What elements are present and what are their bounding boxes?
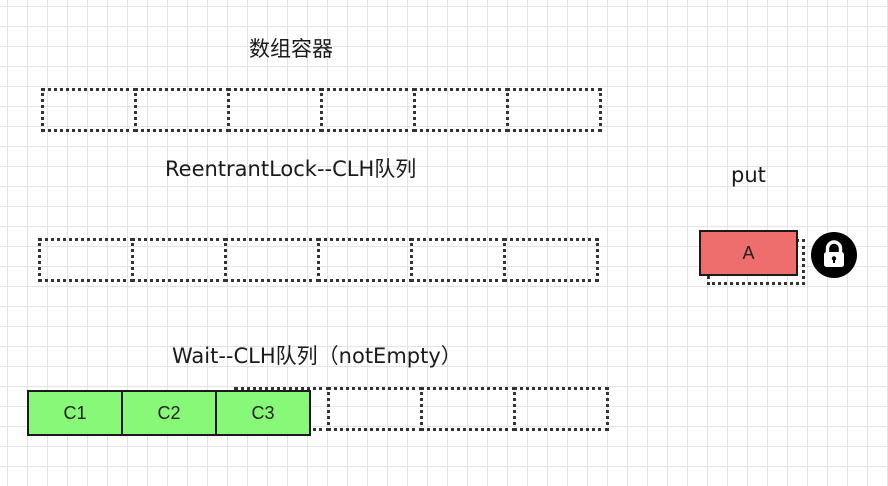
array-container-title: 数组容器 [249, 37, 333, 61]
padlock-icon [811, 232, 857, 278]
array-slot [506, 88, 602, 132]
wait-queue-slot [327, 387, 423, 431]
wait-nodes: C1 C2 C3 [27, 390, 311, 436]
array-slot [227, 88, 323, 132]
lock-queue-slot [131, 238, 227, 282]
array-slot [134, 88, 230, 132]
lock-queue-slot [224, 238, 320, 282]
wait-node-c3: C3 [215, 390, 311, 436]
lock-queue-label: ReentrantLock--CLH队列 [165, 157, 417, 181]
array-slot [41, 88, 137, 132]
lock-queue-slot [317, 238, 413, 282]
wait-node-c2: C2 [121, 390, 217, 436]
wait-node-c1: C1 [27, 390, 123, 436]
array-slot [320, 88, 416, 132]
array-container-slots [41, 88, 602, 132]
lock-queue-slots [38, 238, 599, 282]
wait-queue-slot [420, 387, 516, 431]
array-slot [413, 88, 509, 132]
lock-queue-slot [410, 238, 506, 282]
lock-queue-slot [38, 238, 134, 282]
wait-queue-slot [513, 387, 609, 431]
lock-queue-slot [503, 238, 599, 282]
thread-a-node: A [699, 230, 798, 276]
put-label: put [731, 163, 766, 187]
wait-queue-label: Wait--CLH队列（notEmpty） [172, 344, 462, 368]
